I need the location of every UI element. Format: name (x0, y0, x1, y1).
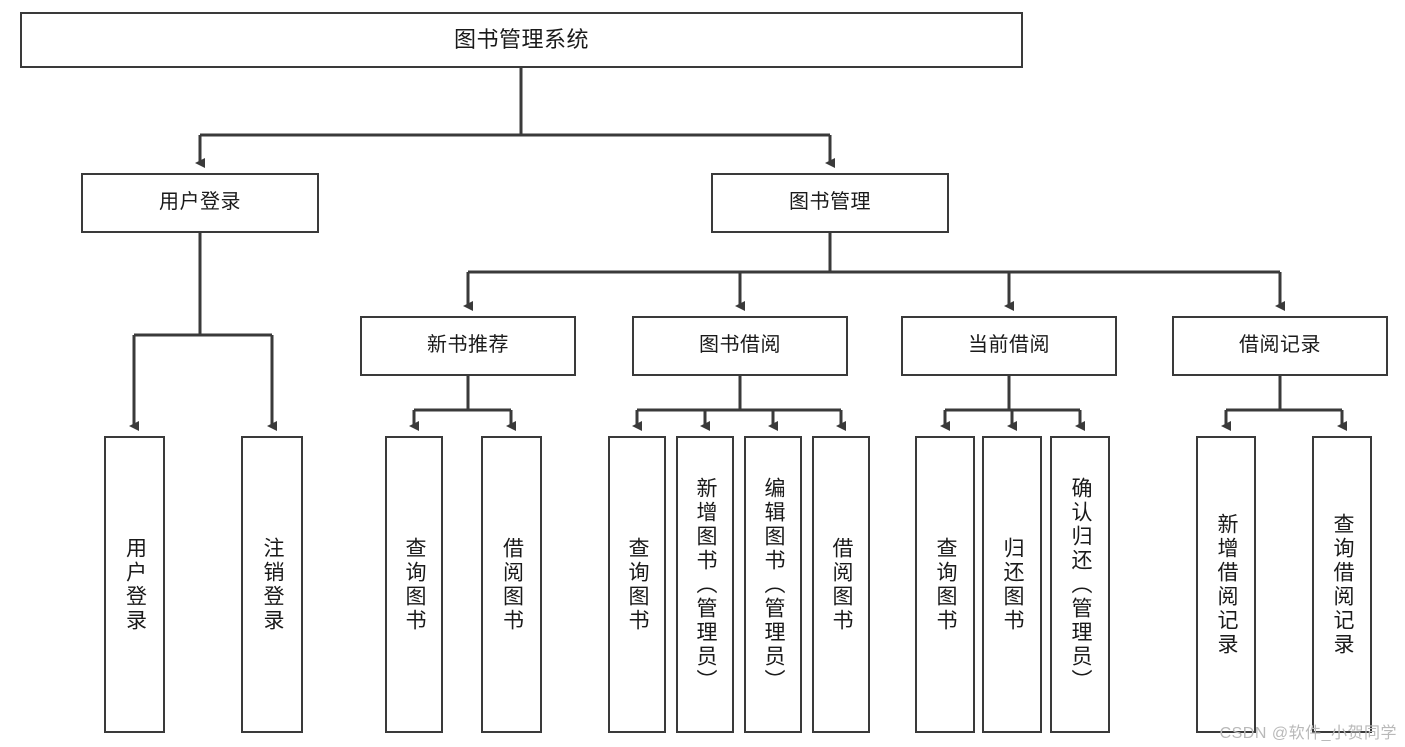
node-label: 查询图书 (403, 536, 427, 633)
node-root-book-management-system[interactable]: 图书管理系统 (20, 12, 1023, 68)
node-leaf-borrow-book-2[interactable]: 借阅图书 (812, 436, 870, 733)
node-label: 图书借阅 (699, 334, 781, 357)
node-label: 查询图书 (934, 536, 958, 633)
node-label: 用户登录 (123, 536, 147, 633)
node-book-management[interactable]: 图书管理 (711, 173, 949, 233)
node-label: 注销登录 (261, 536, 285, 633)
node-new-book-recommendation[interactable]: 新书推荐 (360, 316, 576, 376)
node-label: 新增图书（管理员） (694, 476, 718, 693)
node-leaf-add-book-admin[interactable]: 新增图书（管理员） (676, 436, 734, 733)
node-user-login[interactable]: 用户登录 (81, 173, 319, 233)
node-leaf-confirm-return-admin[interactable]: 确认归还（管理员） (1050, 436, 1110, 733)
node-leaf-query-borrow-record[interactable]: 查询借阅记录 (1312, 436, 1372, 733)
node-leaf-user-login[interactable]: 用户登录 (104, 436, 165, 733)
node-book-borrowing[interactable]: 图书借阅 (632, 316, 848, 376)
node-label: 当前借阅 (968, 334, 1050, 357)
node-leaf-return-book[interactable]: 归还图书 (982, 436, 1042, 733)
node-label: 新增借阅记录 (1215, 512, 1239, 657)
node-label: 图书管理系统 (453, 27, 589, 53)
node-label: 借阅图书 (830, 536, 854, 633)
node-leaf-query-book-2[interactable]: 查询图书 (608, 436, 666, 733)
node-label: 借阅图书 (500, 536, 524, 633)
node-label: 新书推荐 (427, 334, 509, 357)
node-leaf-logout[interactable]: 注销登录 (241, 436, 303, 733)
node-leaf-query-book-3[interactable]: 查询图书 (915, 436, 975, 733)
node-label: 查询借阅记录 (1331, 512, 1355, 657)
csdn-watermark: CSDN @软件_小贺同学 (1219, 725, 1397, 742)
node-label: 确认归还（管理员） (1069, 476, 1093, 693)
node-current-borrowing[interactable]: 当前借阅 (901, 316, 1117, 376)
node-label: 编辑图书（管理员） (762, 476, 786, 693)
node-leaf-borrow-book-1[interactable]: 借阅图书 (481, 436, 542, 733)
node-label: 图书管理 (789, 191, 871, 214)
node-label: 查询图书 (626, 536, 650, 633)
node-borrowing-record[interactable]: 借阅记录 (1172, 316, 1388, 376)
node-label: 用户登录 (159, 191, 241, 214)
node-label: 借阅记录 (1239, 334, 1321, 357)
node-leaf-query-book-1[interactable]: 查询图书 (385, 436, 443, 733)
node-label: 归还图书 (1001, 536, 1025, 633)
node-leaf-edit-book-admin[interactable]: 编辑图书（管理员） (744, 436, 802, 733)
node-leaf-add-borrow-record[interactable]: 新增借阅记录 (1196, 436, 1256, 733)
